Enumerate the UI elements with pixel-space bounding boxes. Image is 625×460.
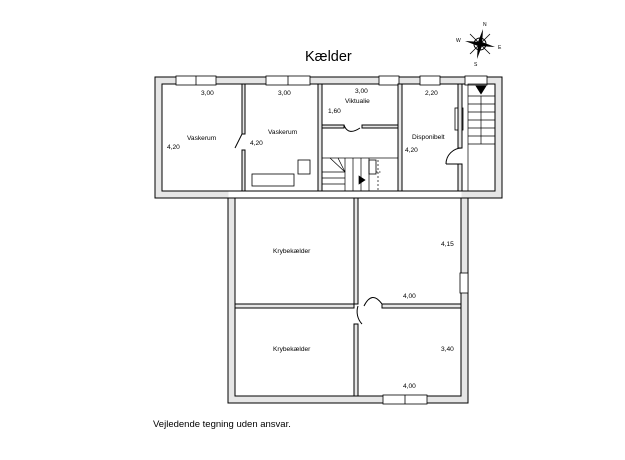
page-title: Kælder bbox=[305, 49, 352, 65]
room-labels: 3,00 Vaskerum 4,20 3,00 Vaskerum 4,20 3,… bbox=[167, 88, 454, 390]
staircase-center bbox=[321, 157, 399, 192]
room-width-viktualie: 3,00 bbox=[355, 88, 368, 95]
wall-fills bbox=[155, 77, 502, 403]
compass-label-e: E bbox=[498, 45, 502, 51]
disclaimer-text: Vejledende tegning uden ansvar. bbox=[153, 419, 291, 430]
room-depth-lower-2: 3,40 bbox=[441, 346, 454, 353]
room-label-viktualie: Viktualie bbox=[345, 98, 370, 105]
room-depth-disponibelt: 4,20 bbox=[405, 147, 418, 154]
room-label-vaskerum-2: Vaskerum bbox=[268, 129, 298, 136]
room-width-vaskerum-2: 3,00 bbox=[278, 90, 291, 97]
room-width-lower-1: 4,00 bbox=[403, 293, 416, 300]
room-label-krybekaelder-1: Krybekælder bbox=[273, 248, 311, 255]
fixtures bbox=[251, 159, 377, 187]
room-label-krybekaelder-2: Krybekælder bbox=[273, 346, 311, 353]
room-depth-vaskerum-1: 4,20 bbox=[167, 144, 180, 151]
room-depth-vaskerum-2: 4,20 bbox=[250, 140, 263, 147]
interior-walls bbox=[234, 83, 463, 397]
compass-icon: N S E W bbox=[456, 22, 502, 68]
staircase-right bbox=[467, 83, 496, 192]
room-depth-viktualie: 1,60 bbox=[328, 108, 341, 115]
room-width-disponibelt: 2,20 bbox=[425, 90, 438, 97]
room-width-lower-2: 4,00 bbox=[403, 383, 416, 390]
compass-label-n: N bbox=[483, 22, 487, 28]
room-label-disponibelt: Disponibelt bbox=[412, 134, 445, 141]
compass-label-s: S bbox=[474, 62, 478, 68]
room-depth-lower-1: 4,15 bbox=[441, 241, 454, 248]
room-width-vaskerum-1: 3,00 bbox=[201, 90, 214, 97]
compass-label-w: W bbox=[456, 38, 461, 44]
room-label-vaskerum-1: Vaskerum bbox=[187, 135, 217, 142]
